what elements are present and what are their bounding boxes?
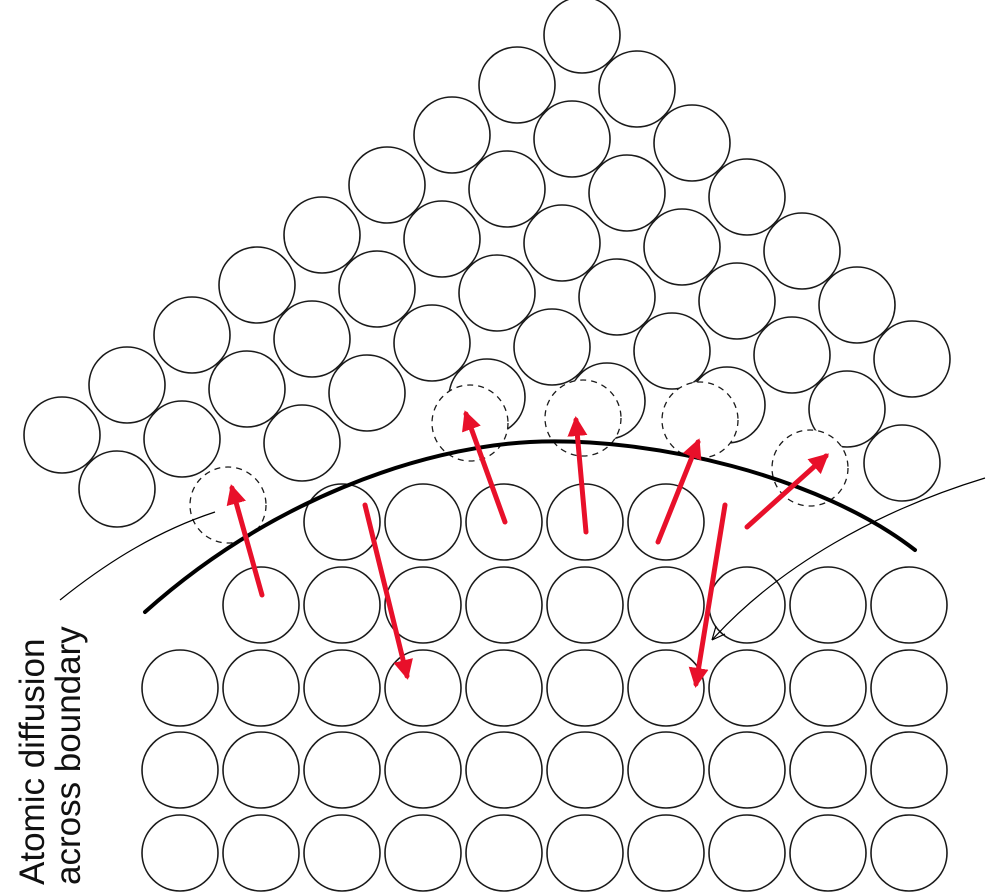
lower-atom	[627, 814, 705, 892]
lower-atom	[141, 731, 219, 809]
lower-atom	[384, 483, 462, 561]
lower-atom	[303, 566, 381, 644]
lower-atom	[141, 649, 219, 727]
lower-atom	[789, 649, 867, 727]
upper-atom	[513, 308, 591, 386]
lower-atom	[870, 814, 948, 892]
lower-atom	[789, 731, 867, 809]
lower-atom	[708, 814, 786, 892]
lower-atom	[465, 814, 543, 892]
upper-atom	[578, 258, 656, 336]
diffusion-arrow	[688, 502, 728, 688]
label-line-2: across boundary	[49, 626, 88, 885]
upper-atom	[643, 208, 721, 286]
upper-grain	[23, 0, 951, 528]
diffusion-arrow	[362, 502, 413, 680]
upper-atom	[23, 396, 101, 474]
lower-atom	[222, 731, 300, 809]
lower-grain	[141, 483, 948, 892]
lower-atom	[546, 731, 624, 809]
upper-atom	[283, 196, 361, 274]
diffusion-arrow	[226, 484, 265, 598]
upper-atom	[273, 300, 351, 378]
upper-atom	[543, 0, 621, 74]
lower-atom	[465, 566, 543, 644]
lower-atom	[870, 731, 948, 809]
upper-atom	[468, 150, 546, 228]
upper-atom	[348, 146, 426, 224]
upper-atom	[818, 266, 896, 344]
diffusion-arrow	[567, 416, 589, 535]
lower-atom	[384, 731, 462, 809]
lower-atom	[546, 566, 624, 644]
lower-atom	[303, 731, 381, 809]
upper-atom	[873, 320, 951, 398]
lower-atom	[708, 731, 786, 809]
lower-atom	[627, 566, 705, 644]
upper-atom	[88, 346, 166, 424]
lower-atom	[384, 814, 462, 892]
upper-atom	[393, 304, 471, 382]
lower-atom	[303, 483, 381, 561]
upper-atom	[403, 200, 481, 278]
lower-atom	[870, 566, 948, 644]
label-line-1: Atomic diffusion	[13, 639, 52, 885]
upper-atom	[153, 296, 231, 374]
lower-atom	[627, 731, 705, 809]
upper-atom	[218, 246, 296, 324]
upper-atom	[653, 104, 731, 182]
lower-atom	[384, 566, 462, 644]
upper-atom	[863, 424, 941, 502]
upper-atom	[533, 100, 611, 178]
lower-atom	[465, 649, 543, 727]
grain-boundary-line	[143, 439, 917, 614]
upper-atom	[208, 350, 286, 428]
boundary-atom	[661, 381, 739, 459]
upper-atom	[753, 316, 831, 394]
upper-atom	[808, 370, 886, 448]
diffusion-arrow	[744, 453, 829, 530]
lower-atom	[546, 814, 624, 892]
lower-atom	[870, 649, 948, 727]
diffusion-label: Atomic diffusion across boundary	[13, 626, 88, 885]
lower-atom	[384, 649, 462, 727]
lower-atom	[789, 566, 867, 644]
leader-line-right	[711, 477, 986, 641]
upper-atom	[763, 212, 841, 290]
lower-atom	[222, 566, 300, 644]
upper-atom	[328, 354, 406, 432]
lower-atom	[708, 649, 786, 727]
lower-atom	[303, 649, 381, 727]
upper-atom	[458, 254, 536, 332]
lower-atom	[627, 649, 705, 727]
lower-atom	[465, 731, 543, 809]
upper-atom	[598, 50, 676, 128]
leader-line-left	[59, 511, 216, 601]
upper-atom	[78, 450, 156, 528]
upper-atom	[263, 404, 341, 482]
lower-atom	[789, 814, 867, 892]
lower-atom	[222, 649, 300, 727]
lower-atom	[303, 814, 381, 892]
diffusion-arrow	[462, 410, 508, 525]
lower-atom	[546, 649, 624, 727]
upper-atom	[338, 250, 416, 328]
upper-atom	[413, 96, 491, 174]
upper-atom	[588, 154, 666, 232]
upper-atom	[633, 312, 711, 390]
lower-atom	[222, 814, 300, 892]
diffusion-arrows	[226, 410, 829, 688]
upper-atom	[708, 158, 786, 236]
upper-atom	[143, 400, 221, 478]
upper-atom	[698, 262, 776, 340]
lower-atom	[141, 814, 219, 892]
upper-atom	[478, 46, 556, 124]
leader-arrowhead-right	[711, 625, 726, 641]
diffusion-arrow	[655, 438, 702, 545]
upper-atom	[523, 204, 601, 282]
